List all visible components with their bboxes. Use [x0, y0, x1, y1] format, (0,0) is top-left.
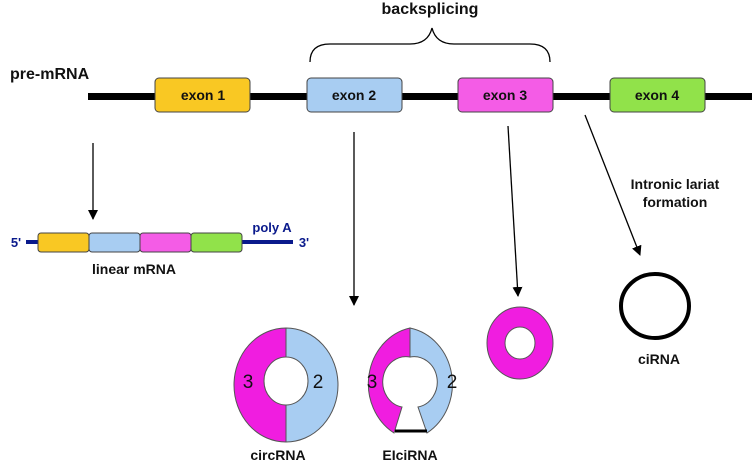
- linear-exon-1: [37, 232, 90, 253]
- arrow-to-cirna: [584, 114, 642, 256]
- pre-mrna-label: pre-mRNA: [10, 66, 90, 83]
- exon-1-label: exon 1: [181, 87, 226, 103]
- intronic-lariat-label-line1: Intronic lariat: [631, 176, 720, 192]
- exon-1: exon 1: [154, 77, 251, 113]
- circrna: 3 2 circRNA: [233, 327, 339, 463]
- intronic-lariat-label-line2: formation: [643, 194, 708, 210]
- circrna-number-2: 2: [313, 372, 324, 393]
- circrna-number-3: 3: [243, 372, 254, 393]
- circrna-label: circRNA: [250, 447, 305, 463]
- cirna-circle: [619, 272, 691, 340]
- eicirna-exon3-segment: [367, 327, 411, 434]
- exon-4: exon 4: [609, 77, 706, 113]
- linear-exon-2: [88, 232, 141, 253]
- exon-2-label: exon 2: [332, 87, 377, 103]
- eicirna-number-3: 3: [367, 372, 378, 393]
- cirna-label: ciRNA: [638, 351, 680, 367]
- exon-2: exon 2: [306, 77, 403, 113]
- circrna-exon3-half: [233, 327, 287, 443]
- linear-exon-3: [139, 232, 192, 253]
- backsplicing-brace: [309, 27, 551, 63]
- five-prime-label: 5': [11, 235, 21, 250]
- three-prime-label: 3': [299, 235, 309, 250]
- eicirna-exon2-segment: [409, 327, 453, 434]
- exon-3: exon 3: [457, 77, 554, 113]
- linear-mrna-label: linear mRNA: [92, 261, 176, 277]
- linear-exon-4: [190, 232, 243, 253]
- pre-mrna-line: [88, 93, 752, 100]
- poly-a-label: poly A: [252, 220, 292, 235]
- linear-mrna: 5' 3' poly A linear mRNA: [11, 220, 309, 277]
- exon-4-label: exon 4: [635, 87, 680, 103]
- exon3-circrna: [486, 306, 554, 380]
- backsplicing-label: backsplicing: [382, 1, 479, 18]
- circrna-exon2-half: [285, 327, 339, 443]
- eicirna-number-2: 2: [447, 372, 458, 393]
- arrow-to-exon3-circle: [507, 125, 523, 297]
- eicirna-label: EIciRNA: [382, 447, 437, 463]
- exon-3-label: exon 3: [483, 87, 528, 103]
- eicirna: 3 2 EIciRNA: [367, 327, 458, 463]
